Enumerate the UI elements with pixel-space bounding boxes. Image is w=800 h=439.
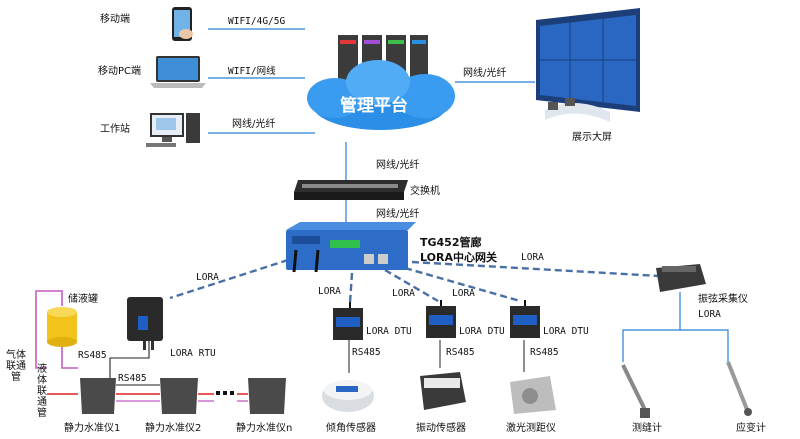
display-wall-icon	[536, 8, 640, 122]
vibrating-collector-label: 振弦采集仪	[698, 294, 748, 305]
mobile-client-label: 移动端	[100, 14, 130, 25]
dtu-2-rs485-label: RS485	[446, 347, 475, 358]
network-switch-icon	[294, 180, 408, 200]
lora-left-dashed	[169, 258, 289, 300]
lora-left-label: LORA	[196, 272, 219, 283]
laptop-icon	[150, 56, 206, 88]
level-meter-1-label: 静力水准仪1	[64, 423, 121, 434]
gateway-label-line2: LORA中心网关	[420, 251, 497, 264]
phone-icon	[172, 7, 193, 41]
vibrating-branch-right	[680, 329, 729, 362]
workstation-icon	[146, 113, 200, 147]
gas-pipe-label: 气体联通管	[6, 350, 26, 383]
crack-meter-icon	[621, 364, 650, 418]
ellipsis-dots	[216, 391, 234, 395]
mobile-pc-client-label: 移动PC端	[98, 66, 142, 77]
level-chain-rs485-label: RS485	[118, 373, 147, 384]
lora-dtu1-dashed	[348, 272, 354, 304]
tank-label: 储液罐	[68, 294, 98, 305]
dtu-1-rs485-label: RS485	[352, 347, 381, 358]
rtu-rs485-label: RS485	[78, 350, 107, 361]
level-meter-2-label: 静力水准仪2	[145, 423, 202, 434]
vibrating-wire-collector-icon	[656, 264, 706, 292]
lora-right-dashed	[411, 260, 661, 278]
mobile-link-label: WIFI/4G/5G	[228, 16, 286, 27]
storage-tank-icon	[47, 307, 77, 347]
lora-dtu3-dashed	[404, 266, 521, 303]
dtu-3-icon	[510, 300, 540, 338]
switch-label: 交换机	[410, 186, 440, 197]
tilt-sensor-icon	[322, 380, 374, 412]
vibrating-lora-label: LORA	[698, 309, 721, 320]
vibration-sensor-label: 振动传感器	[416, 423, 466, 434]
display-label: 展示大屏	[572, 132, 612, 143]
lora-center-left-label: LORA	[318, 286, 341, 297]
mobile-pc-link-label: WIFI/网线	[228, 66, 276, 77]
gas-pipe	[35, 290, 63, 369]
dtu-1-label: LORA DTU	[366, 326, 412, 337]
lora-center-mid-label: LORA	[392, 288, 415, 299]
platform-switch-link-label: 网线/光纤	[376, 160, 420, 171]
vibration-sensor-icon	[420, 372, 466, 410]
gateway-label-line1: TG452管廊	[420, 236, 482, 249]
platform-label: 管理平台	[340, 96, 408, 116]
vibrating-branch-left	[622, 292, 681, 362]
dtu-1-icon	[333, 302, 363, 340]
level-meter-n-label: 静力水准仪n	[236, 423, 293, 434]
level-meter-n-icon	[248, 378, 286, 414]
lora-center-right-label: LORA	[452, 288, 475, 299]
crack-meter-label: 测缝计	[632, 423, 662, 434]
laser-rangefinder-icon	[510, 376, 556, 414]
level-meter-1-icon	[80, 378, 116, 414]
rtu-rs485-line	[109, 340, 150, 382]
lora-rtu-icon	[127, 297, 163, 350]
switch-gateway-link-label: 网线/光纤	[376, 209, 420, 220]
dtu-2-icon	[426, 300, 456, 338]
liquid-pipe-label: 液体联通管	[37, 364, 47, 419]
workstation-client-label: 工作站	[100, 124, 130, 135]
liquid-pipe	[61, 340, 78, 369]
strain-gauge-icon	[726, 361, 752, 416]
laser-rangefinder-label: 激光测距仪	[506, 423, 556, 434]
cloud-icon	[307, 60, 455, 130]
dtu-3-label: LORA DTU	[543, 326, 589, 337]
display-link-label: 网线/光纤	[463, 68, 507, 79]
rtu-label: LORA RTU	[170, 348, 216, 359]
workstation-link-label: 网线/光纤	[232, 119, 276, 130]
dtu-3-rs485-label: RS485	[530, 347, 559, 358]
level-meter-2-icon	[160, 378, 198, 414]
lora-right-label: LORA	[521, 252, 544, 263]
gateway-device-icon	[286, 222, 416, 273]
tilt-sensor-label: 倾角传感器	[326, 423, 376, 434]
strain-gauge-label: 应变计	[736, 423, 766, 434]
dtu-2-label: LORA DTU	[459, 326, 505, 337]
